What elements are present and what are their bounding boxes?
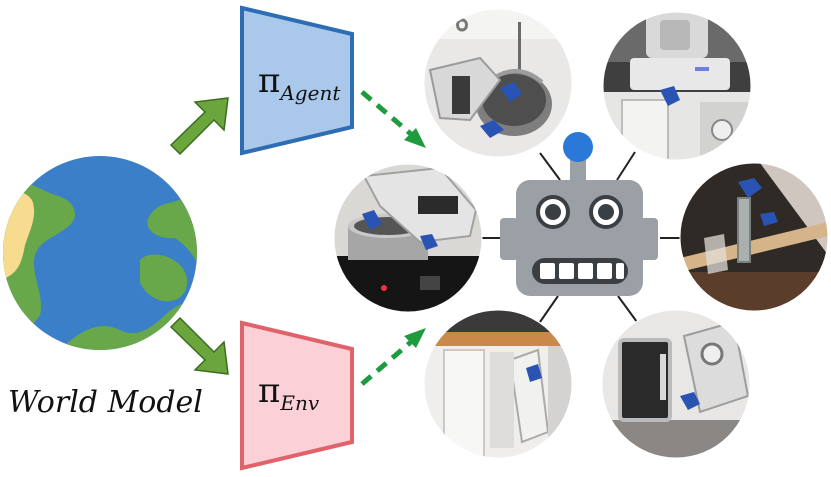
photo-pot-stove [334, 164, 482, 312]
arrow-to-env-policy [169, 316, 229, 375]
world-model-label: World Model [8, 385, 203, 420]
dashed-arrow-agent [360, 90, 426, 148]
globe-land-right [140, 254, 188, 302]
agent-policy-box: πAgent [240, 5, 354, 156]
env-policy-subscript: Env [279, 391, 319, 415]
robot-ear-right [640, 218, 658, 260]
photo-oven-door [602, 310, 750, 458]
robot-icon [500, 132, 658, 296]
globe-icon [3, 156, 197, 350]
agent-policy-symbol: π [258, 61, 280, 101]
robot-antenna-ball [563, 132, 593, 162]
robot-connectors [482, 151, 680, 323]
photo-drawer [424, 310, 572, 458]
photo-pot-hanging [424, 9, 572, 157]
svg-text:πEnv: πEnv [258, 371, 320, 415]
arrow-to-agent-policy [169, 97, 229, 156]
svg-text:πAgent: πAgent [258, 61, 341, 105]
robot-ear-left [500, 218, 518, 260]
env-policy-symbol: π [258, 371, 280, 411]
robot-antenna-stem [570, 160, 586, 182]
agent-policy-subscript: Agent [278, 81, 341, 105]
dashed-arrow-env [360, 328, 426, 386]
env-policy-box: πEnv [240, 320, 354, 471]
photo-microwave-top [603, 12, 751, 160]
